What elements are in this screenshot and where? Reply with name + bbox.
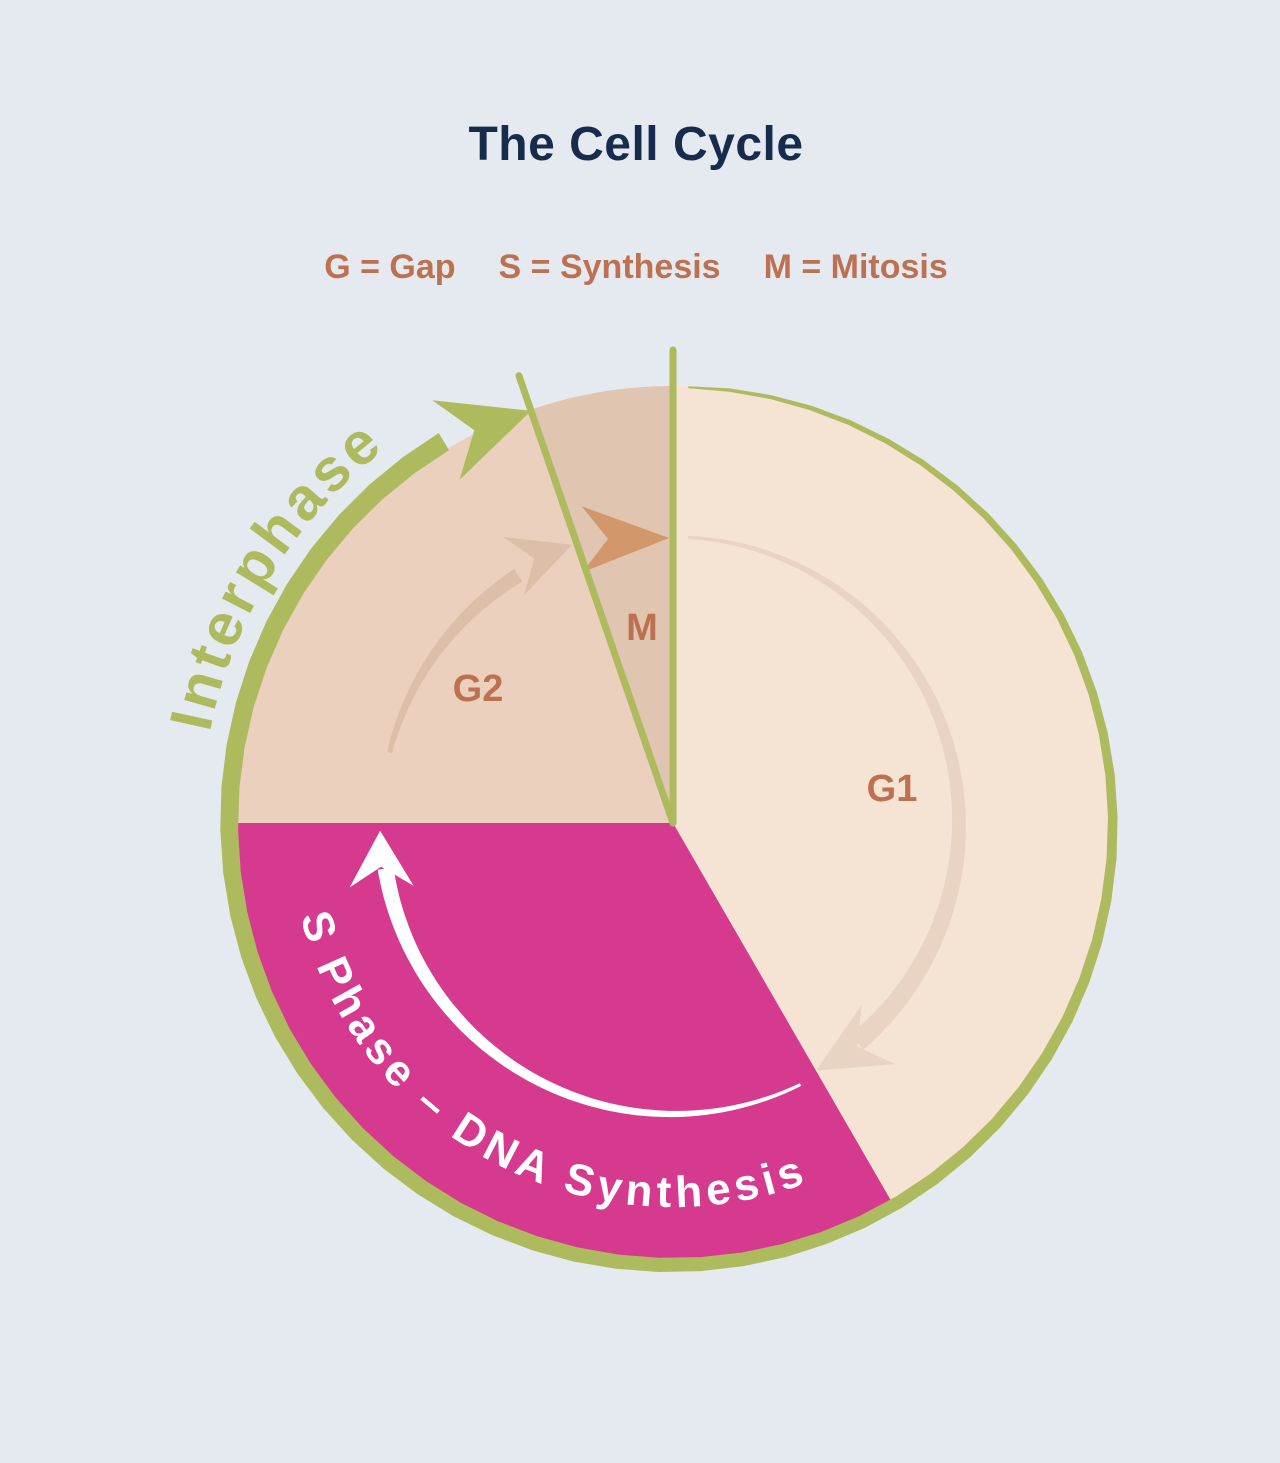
s-phase-white-arrowhead-icon [349,830,414,888]
legend-item-gap: G = Gap [324,248,456,286]
g2-label: G2 [453,668,504,710]
legend: G = Gap S = Synthesis M = Mitosis [0,250,1272,284]
g2-arrowhead-icon [502,536,572,596]
m-label: M [626,607,658,649]
legend-item-synthesis: S = Synthesis [498,248,721,286]
g2-m-boundary-line [515,372,677,827]
g1-arrowhead-icon [816,1005,896,1071]
legend-item-mitosis: M = Mitosis [763,248,948,286]
g1-phase-slice [673,386,1111,1202]
m-direction-arrow-icon [581,506,669,573]
g2-direction-arrow-icon [387,569,523,753]
g1-label: G1 [867,768,918,810]
page-title: The Cell Cycle [468,118,804,171]
interphase-arrowhead-icon [432,400,532,480]
